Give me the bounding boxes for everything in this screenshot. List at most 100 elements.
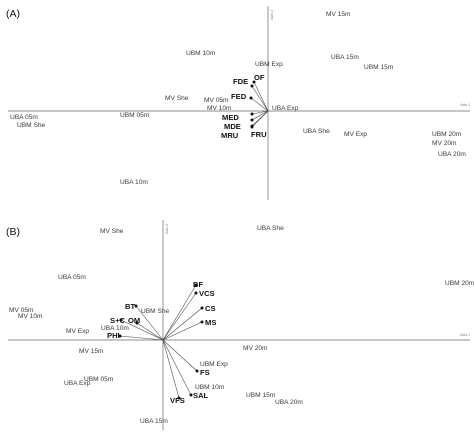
vector-arrow-fru [251, 110, 269, 127]
site-label: UBA Exp [64, 380, 91, 387]
vector-arrow-sal [162, 339, 192, 396]
site-label: UBM She [141, 308, 170, 315]
panel-a-label: (A) [6, 8, 20, 20]
vector-head [200, 320, 204, 324]
site-label: UBM 15m [246, 392, 276, 399]
site-label: UBA 05m [10, 114, 38, 121]
site-label: UBA 20m [275, 399, 303, 406]
vector-head [250, 118, 254, 122]
site-label: MV 20m [432, 140, 457, 147]
site-label: MV 10m [207, 105, 232, 112]
vector-label-sal: SAL [193, 391, 209, 400]
vector-arrow-s-c [120, 319, 164, 341]
site-label: UBM Exp [255, 61, 283, 68]
vector-head [194, 291, 198, 295]
site-label: UBM She [17, 122, 46, 129]
vector-arrow-mde [251, 110, 269, 121]
vector-arrow-om [136, 322, 164, 341]
site-label: UBA 10m [101, 325, 129, 332]
site-label: UBA 15m [331, 54, 359, 61]
vector-label-fru: FRU [251, 130, 267, 139]
vector-head [200, 306, 204, 310]
panel-a-axis-2-label: Axis 2 [270, 10, 274, 20]
vector-label-mde: MDE [224, 122, 241, 131]
vector-head [118, 334, 122, 338]
vector-arrow-vfs [162, 339, 180, 399]
vector-label-phi: PHI [107, 331, 120, 340]
site-label: MV 10m [18, 313, 43, 320]
site-label: UBM Exp [200, 361, 228, 368]
vector-label-cs: CS [205, 304, 216, 313]
site-label: UBM 10m [186, 50, 216, 57]
vector-head [250, 124, 254, 128]
vector-arrow-fde [251, 85, 269, 112]
vector-label-fed: FED [231, 92, 247, 101]
site-label: UBM 05m [84, 376, 114, 383]
vector-head [250, 84, 254, 88]
site-label: MV 20m [243, 345, 268, 352]
vector-arrow-ms [162, 321, 203, 341]
vector-label-vcs: VCS [199, 289, 215, 298]
site-label: UBM 15m [364, 64, 394, 71]
vector-label-med: MED [222, 113, 239, 122]
vector-head [250, 112, 254, 116]
panel-b-axis-2-label: Axis 2 [165, 224, 169, 234]
vector-label-bt: BT [125, 302, 135, 311]
site-label: MV She [165, 95, 189, 102]
site-label: MV Exp [344, 131, 367, 138]
vector-head [119, 318, 123, 322]
site-label: UBA 10m [120, 179, 148, 186]
vector-head [177, 396, 181, 400]
panel-b-label: (B) [6, 226, 20, 238]
site-label: UBA 15m [140, 418, 168, 425]
vector-arrow-bt [135, 305, 164, 341]
site-label: UBM 20m [432, 131, 462, 138]
site-label: UBM 05m [120, 112, 150, 119]
site-label: MV 15m [79, 348, 104, 355]
vector-label-mru: MRU [221, 131, 239, 140]
vector-label-fde: FDE [233, 77, 248, 86]
vector-arrow-of [253, 81, 269, 112]
site-label: MV She [100, 228, 124, 235]
site-label: MV Exp [66, 328, 89, 335]
site-label: UBM 20m [445, 280, 474, 287]
vector-arrow-med [251, 110, 269, 115]
site-label: MV 05m [204, 97, 229, 104]
site-label: UBA She [257, 225, 284, 232]
vector-label-fs: FS [200, 368, 210, 377]
vector-head [189, 393, 193, 397]
vector-head [134, 304, 138, 308]
panel-a-axis-1-label: Axis 1 [460, 103, 470, 107]
site-label: UBM 10m [195, 384, 225, 391]
vector-arrow-bf [162, 284, 197, 341]
vector-head [195, 369, 199, 373]
vector-head [194, 283, 198, 287]
vector-arrow-vcs [162, 292, 197, 341]
vector-arrow-fed [250, 97, 269, 112]
site-label: UBA She [303, 128, 330, 135]
vector-label-vfs: VFS [170, 396, 185, 405]
site-label: UBA 05m [58, 274, 86, 281]
vector-head [252, 80, 256, 84]
vector-label-bf: BF [193, 280, 203, 289]
panel-b-axis-1-label: Axis 1 [460, 333, 470, 337]
vector-head [135, 321, 139, 325]
site-label: MV 05m [9, 307, 34, 314]
vector-arrow-cs [162, 307, 203, 341]
site-label: MV 15m [326, 11, 351, 18]
site-label: UBA 20m [438, 151, 466, 158]
vector-arrow-phi [119, 335, 164, 341]
vector-label-of: OF [254, 73, 265, 82]
vector-label-om: OM [128, 316, 140, 325]
site-label: UBA Exp [272, 105, 299, 112]
vector-arrow-fs [162, 339, 198, 372]
vector-label-s-c: S+C [110, 316, 125, 325]
vector-label-ms: MS [205, 318, 216, 327]
